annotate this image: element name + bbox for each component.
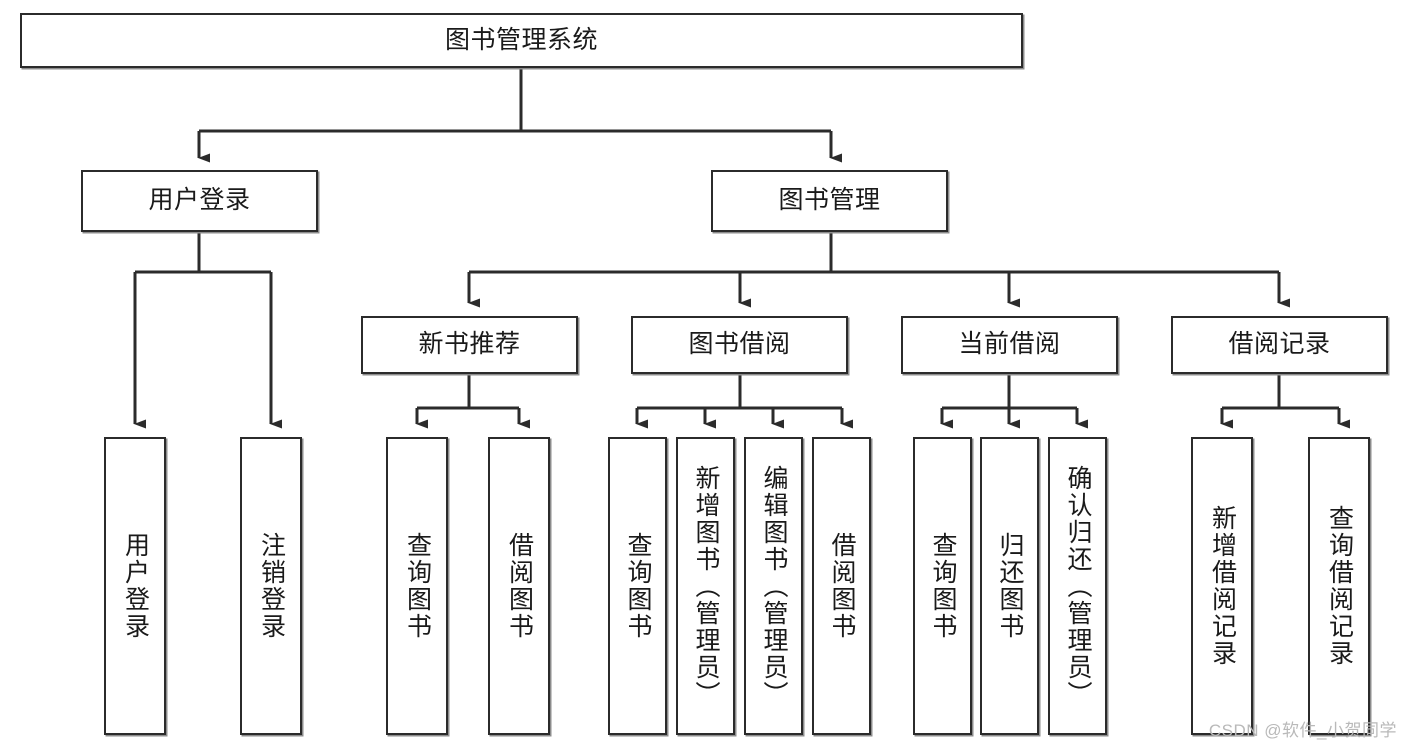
node-root-system[interactable]: 图书管理系统 [20,13,1023,68]
leaf-borrow-add-book-admin[interactable]: 新增图书（管理员） [676,437,735,735]
node-label: 借阅记录 [1228,330,1331,359]
node-label: 用户登录 [148,186,251,215]
leaf-borrow-query-book[interactable]: 查询图书 [608,437,667,735]
leaf-record-add-record[interactable]: 新增借阅记录 [1191,437,1253,735]
node-label: 当前借阅 [958,330,1061,359]
node-label: 查询借阅记录 [1325,505,1354,667]
node-current-borrow[interactable]: 当前借阅 [901,316,1118,374]
leaf-new-book-query-book[interactable]: 查询图书 [386,437,448,735]
leaf-current-return-book[interactable]: 归还图书 [980,437,1039,735]
csdn-watermark: CSDN @软件_小贺同学 [1208,721,1397,740]
node-label: 确认归还（管理员） [1064,464,1092,708]
leaf-record-query-record[interactable]: 查询借阅记录 [1308,437,1370,735]
leaf-current-query-book[interactable]: 查询图书 [913,437,972,735]
node-label: 查询图书 [403,532,432,640]
leaf-user-login-login[interactable]: 用户登录 [104,437,166,735]
node-label: 归还图书 [996,532,1024,640]
node-label: 查询图书 [929,532,957,640]
node-book-management[interactable]: 图书管理 [711,170,948,232]
leaf-borrow-borrow-book[interactable]: 借阅图书 [812,437,871,735]
node-label: 借阅图书 [828,532,856,640]
leaf-user-login-logout[interactable]: 注销登录 [240,437,302,735]
node-label: 借阅图书 [505,532,534,640]
node-label: 图书管理系统 [444,25,598,54]
node-label: 新增图书（管理员） [692,464,720,708]
node-label: 图书管理 [778,186,881,215]
node-label: 新书推荐 [418,330,521,359]
node-label: 查询图书 [624,532,652,640]
leaf-borrow-edit-book-admin[interactable]: 编辑图书（管理员） [744,437,803,735]
node-user-login[interactable]: 用户登录 [81,170,318,232]
node-label: 编辑图书（管理员） [760,464,788,708]
node-label: 注销登录 [257,532,286,640]
node-book-borrow[interactable]: 图书借阅 [631,316,848,374]
leaf-new-book-borrow-book[interactable]: 借阅图书 [488,437,550,735]
node-label: 用户登录 [121,532,150,640]
node-label: 图书借阅 [688,330,791,359]
node-new-book-recommend[interactable]: 新书推荐 [361,316,578,374]
node-label: 新增借阅记录 [1208,505,1237,667]
leaf-current-confirm-return-admin[interactable]: 确认归还（管理员） [1048,437,1107,735]
node-borrow-record[interactable]: 借阅记录 [1171,316,1388,374]
